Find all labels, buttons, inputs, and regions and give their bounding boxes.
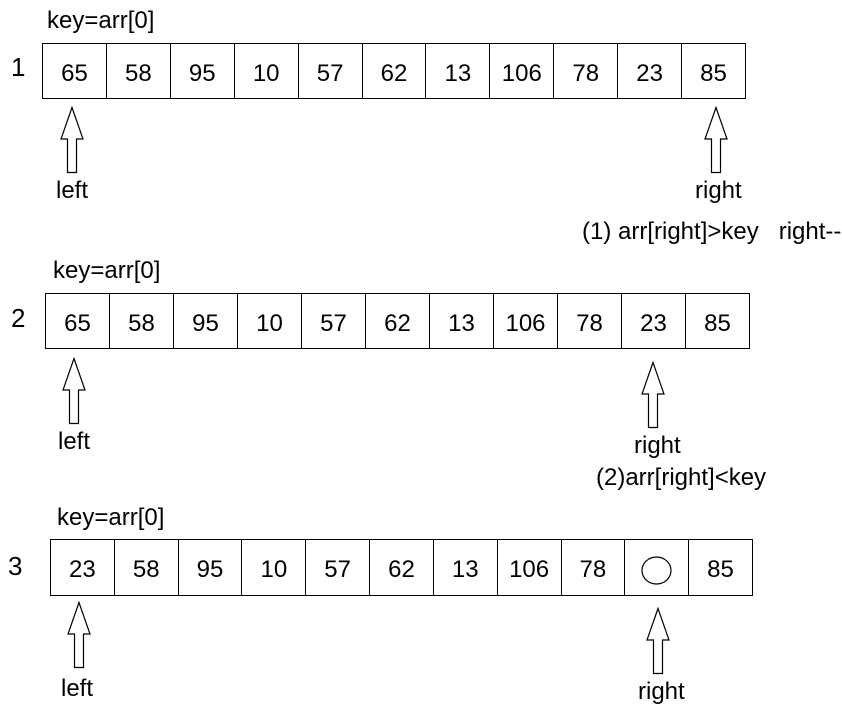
right-pointer-label: right (634, 432, 681, 459)
array-cell: 65 (64, 309, 91, 337)
key-expression: key=arr[0] (53, 257, 161, 284)
step-number: 2 (11, 303, 26, 333)
left-pointer-arrow-icon (67, 601, 91, 669)
array-cell: 57 (301, 294, 365, 348)
array-cell: 62 (365, 294, 429, 348)
key-expression: key=arr[0] (57, 504, 165, 531)
array-cell: 106 (493, 294, 557, 348)
array-cell: 58 (113, 540, 178, 595)
array-cell: 78 (557, 294, 621, 348)
step-number: 3 (8, 551, 23, 581)
array-row: 23 58 95 10 57 62 13 106 78 85 (50, 539, 753, 596)
right-pointer-arrow-icon (641, 361, 665, 429)
empty-slot-circle-icon (641, 555, 672, 585)
array-cell: 58 (109, 294, 173, 348)
left-pointer-label: left (61, 675, 94, 702)
left-pointer-label: left (56, 177, 89, 204)
step-caption: (1) arr[right]>key right-- (582, 218, 842, 245)
key-expression: key=arr[0] (47, 7, 155, 34)
array-cell: 78 (553, 44, 617, 98)
array-cell: 85 (681, 44, 745, 98)
array-cell: 62 (369, 540, 433, 595)
array-cell: 95 (173, 294, 237, 348)
step-caption: (2)arr[right]<key (596, 464, 767, 491)
right-pointer-arrow-icon (704, 106, 728, 174)
left-pointer-label: left (58, 428, 91, 455)
array-cell: 106 (489, 44, 553, 98)
array-cell: 13 (432, 540, 497, 595)
array-cell: 106 (496, 540, 561, 595)
array-cell: 57 (297, 44, 362, 98)
array-cell: 85 (685, 294, 749, 348)
array-cell: 13 (425, 44, 489, 98)
array-cell: 23 (69, 556, 96, 583)
array-cell: 10 (241, 540, 305, 595)
right-pointer-label: right (695, 177, 742, 204)
array-cell-empty-slot (624, 540, 688, 595)
array-cell: 95 (169, 44, 234, 98)
step-number: 1 (11, 52, 26, 82)
array-cell: 57 (305, 540, 369, 595)
array-cell: 10 (233, 44, 298, 98)
array-cell: 78 (560, 540, 625, 595)
left-pointer-arrow-icon (62, 357, 86, 425)
array-cell: 95 (177, 540, 242, 595)
array-cell: 62 (361, 44, 426, 98)
right-pointer-label: right (638, 678, 685, 705)
array-cell: 23 (621, 294, 685, 348)
array-cell: 10 (237, 294, 301, 348)
array-row: 65 58 95 10 57 62 13 106 78 23 85 (45, 293, 750, 349)
array-cell: 58 (105, 44, 170, 98)
array-cell: 85 (688, 540, 752, 595)
array-row: 65 58 95 10 57 62 13 106 78 23 85 (42, 43, 746, 99)
left-pointer-arrow-icon (60, 106, 84, 174)
array-cell: 65 (61, 59, 88, 87)
right-pointer-arrow-icon (646, 607, 670, 675)
array-cell: 23 (617, 44, 681, 98)
array-cell: 13 (429, 294, 493, 348)
